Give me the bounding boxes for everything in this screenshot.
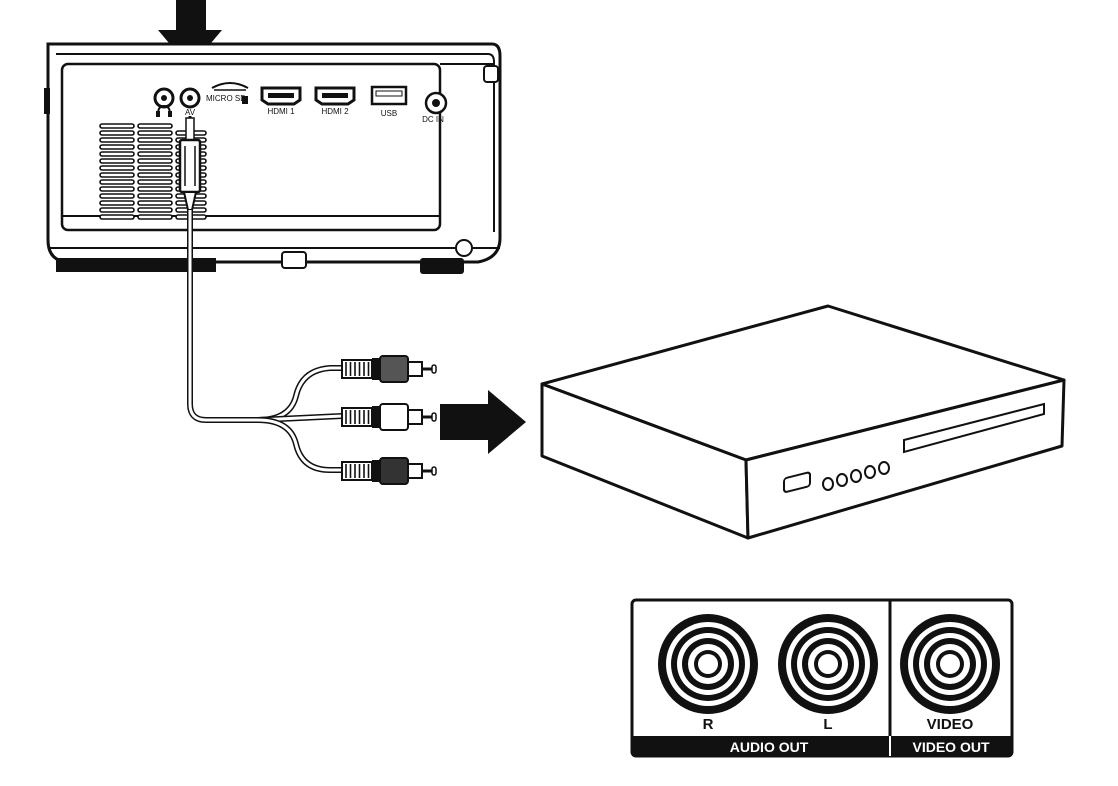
vent-slot <box>99 130 135 136</box>
vent-slot <box>137 130 173 136</box>
vent-slot <box>137 172 173 178</box>
video-out-label: VIDEO OUT <box>912 739 989 755</box>
vent-slot <box>99 179 135 185</box>
hdmi1-port <box>260 86 302 106</box>
vent-slot <box>99 193 135 199</box>
vent-slot <box>137 186 173 192</box>
vent-slot <box>99 165 135 171</box>
hdmi2-port-label: HDMI 2 <box>321 107 349 116</box>
usb-port-label: USB <box>381 109 397 118</box>
jack-video-label: VIDEO <box>927 716 974 733</box>
jack-r <box>658 614 758 714</box>
front-buttons <box>822 461 890 491</box>
vent-slot <box>99 200 135 206</box>
rca-plug-top <box>341 355 437 383</box>
projector: AV MICRO SD HDMI 1 HDMI 2 USB <box>44 42 502 274</box>
av-port-label: AV <box>185 108 196 117</box>
vent-slot <box>99 151 135 157</box>
dc-in-port-label: DC IN <box>422 115 444 124</box>
hdmi2-port <box>314 86 356 106</box>
vent-slot <box>99 186 135 192</box>
direction-arrow <box>440 390 526 454</box>
vent-slot <box>137 214 173 220</box>
ports-row: AV MICRO SD HDMI 1 HDMI 2 USB <box>153 82 448 124</box>
usb-port <box>370 85 408 106</box>
rca-plug-middle <box>341 403 437 431</box>
hdmi1-port-label: HDMI 1 <box>267 107 295 116</box>
jack-video <box>900 614 1000 714</box>
insert-arrow <box>158 0 222 68</box>
vent-slot <box>137 207 173 213</box>
micro-sd-slot <box>211 82 249 104</box>
vent-slot <box>99 144 135 150</box>
vent-slot <box>137 200 173 206</box>
vent-slot <box>137 123 173 129</box>
micro-sd-port-label: MICRO SD <box>206 94 246 103</box>
av-cable <box>178 116 343 473</box>
vent-slot <box>137 151 173 157</box>
dc-in-port <box>424 91 448 115</box>
vent-slot <box>137 137 173 143</box>
vent-slot <box>137 165 173 171</box>
disc-tray <box>903 402 1045 454</box>
jack-r-label: R <box>703 716 714 733</box>
vent-slot <box>99 123 135 129</box>
vent-slot <box>99 207 135 213</box>
vent-slot <box>99 158 135 164</box>
vent-slot <box>137 193 173 199</box>
vent-slot <box>137 144 173 150</box>
headphone-icon <box>156 104 172 117</box>
vent-slot <box>99 172 135 178</box>
vent-slot <box>99 137 135 143</box>
vent-slot <box>137 158 173 164</box>
jack-l <box>778 614 878 714</box>
media-player <box>540 304 1066 540</box>
jack-panel: R L VIDEO AUDIO OUT VIDEO OUT <box>630 598 1014 758</box>
rca-plug-bottom <box>341 457 437 485</box>
jack-l-label: L <box>823 716 832 733</box>
display-window <box>783 471 811 493</box>
vent-slot <box>99 214 135 220</box>
vent-slot <box>137 179 173 185</box>
audio-out-label: AUDIO OUT <box>730 739 809 755</box>
